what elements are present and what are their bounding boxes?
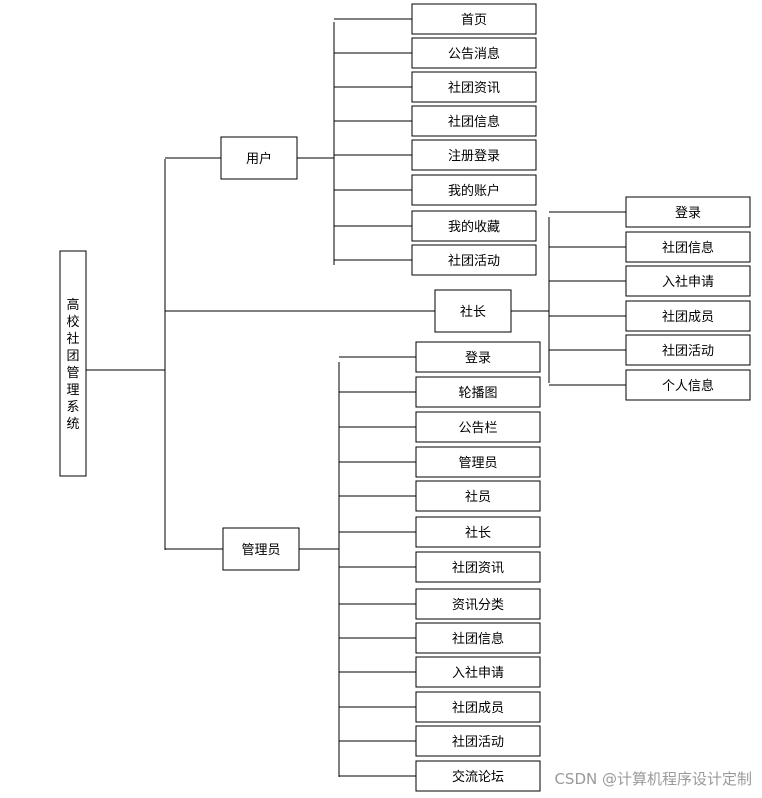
role-2-child-11-box: [415, 725, 541, 757]
role-1-child-3-box: [625, 300, 751, 332]
role-node-2-label: 管理员: [241, 543, 280, 558]
role-node-1: 社长: [434, 289, 512, 333]
role-2-child-4-box: [415, 480, 541, 512]
role-2-child-8-box: [415, 622, 541, 654]
role-2-child-6-label: 社团资讯: [452, 560, 504, 576]
role-0-child-5: 我的账户: [411, 174, 537, 206]
role-node-2: 管理员: [222, 527, 300, 571]
role-1-child-0: 登录: [625, 196, 751, 228]
role-2-child-6-box: [415, 551, 541, 583]
role-2-child-2-label: 公告栏: [458, 421, 497, 436]
role-1-child-3-label: 社团成员: [662, 309, 714, 325]
role-1-child-0-box: [625, 196, 751, 228]
role-2-child-8-label: 社团信息: [452, 631, 504, 647]
role-1-child-3: 社团成员: [625, 300, 751, 332]
role-2-child-3-box: [415, 446, 541, 478]
role-2-child-5-label: 社长: [465, 525, 491, 541]
root-node-box: [59, 250, 87, 477]
role-2-child-8: 社团信息: [415, 622, 541, 654]
role-2-child-2: 公告栏: [415, 411, 541, 443]
role-0-child-6: 我的收藏: [411, 210, 537, 242]
role-2-child-5-box: [415, 516, 541, 548]
role-2-child-9-box: [415, 656, 541, 688]
role-1-child-5-label: 个人信息: [662, 378, 714, 394]
role-0-child-2-box: [411, 71, 537, 103]
role-1-child-2: 入社申请: [625, 265, 751, 297]
role-2-child-1-box: [415, 376, 541, 408]
watermark-text: CSDN @计算机程序设计定制: [554, 770, 752, 788]
role-node-2-box: [222, 527, 300, 571]
role-0-child-1-box: [411, 37, 537, 69]
role-2-child-7-box: [415, 588, 541, 620]
role-2-child-3: 管理员: [415, 446, 541, 478]
role-node-1-box: [434, 289, 512, 333]
role-2-child-0-label: 登录: [465, 351, 491, 366]
role-0-child-4-box: [411, 139, 537, 171]
role-2-child-1: 轮播图: [415, 376, 541, 408]
role-0-child-6-label: 我的收藏: [448, 219, 500, 235]
role-2-child-5: 社长: [415, 516, 541, 548]
role-2-child-11: 社团活动: [415, 725, 541, 757]
role-0-child-3-box: [411, 105, 537, 137]
role-0-child-3-label: 社团信息: [448, 114, 500, 130]
role-0-child-5-label: 我的账户: [448, 183, 500, 199]
role-2-child-0: 登录: [415, 341, 541, 373]
role-2-child-7: 资讯分类: [415, 588, 541, 620]
role-2-child-4: 社员: [415, 480, 541, 512]
role-0-child-1: 公告消息: [411, 37, 537, 69]
role-0-child-0-label: 首页: [461, 13, 487, 28]
role-2-child-12-box: [415, 760, 541, 792]
role-1-child-4-label: 社团活动: [662, 343, 714, 359]
root-node: 高校社团管理系统: [59, 250, 87, 477]
role-2-child-11-label: 社团活动: [452, 734, 504, 750]
role-0-child-7: 社团活动: [411, 244, 537, 276]
role-1-child-1: 社团信息: [625, 231, 751, 263]
role-0-child-4-label: 注册登录: [448, 149, 500, 164]
role-2-child-9-label: 入社申请: [452, 665, 504, 681]
role-2-child-7-label: 资讯分类: [452, 598, 504, 613]
role-0-child-6-box: [411, 210, 537, 242]
role-0-child-2-label: 社团资讯: [448, 80, 500, 96]
role-0-child-7-label: 社团活动: [448, 253, 500, 269]
role-node-1-label: 社长: [460, 304, 486, 320]
role-1-child-4-box: [625, 334, 751, 366]
role-0-child-7-box: [411, 244, 537, 276]
role-2-child-4-label: 社员: [465, 489, 491, 505]
role-node-0-box: [220, 136, 298, 180]
role-1-child-1-box: [625, 231, 751, 263]
role-1-child-1-label: 社团信息: [662, 240, 714, 256]
role-node-0-label: 用户: [246, 151, 272, 167]
role-2-child-6: 社团资讯: [415, 551, 541, 583]
role-0-child-0-box: [411, 3, 537, 35]
role-0-child-1-label: 公告消息: [448, 46, 500, 62]
role-2-child-2-box: [415, 411, 541, 443]
diagram-nodes: 高校社团管理系统用户首页公告消息社团资讯社团信息注册登录我的账户我的收藏社团活动…: [59, 3, 751, 792]
connector-lines: [86, 18, 626, 777]
role-2-child-3-label: 管理员: [458, 456, 497, 471]
role-1-child-2-box: [625, 265, 751, 297]
role-2-child-10-box: [415, 691, 541, 723]
role-2-child-12: 交流论坛: [415, 760, 541, 792]
role-0-child-2: 社团资讯: [411, 71, 537, 103]
role-2-child-10: 社团成员: [415, 691, 541, 723]
role-2-child-12-label: 交流论坛: [452, 769, 504, 785]
role-2-child-9: 入社申请: [415, 656, 541, 688]
role-0-child-5-box: [411, 174, 537, 206]
role-2-child-10-label: 社团成员: [452, 700, 504, 716]
role-1-child-5-box: [625, 369, 751, 401]
role-1-child-0-label: 登录: [675, 206, 701, 221]
role-1-child-4: 社团活动: [625, 334, 751, 366]
role-1-child-2-label: 入社申请: [662, 274, 714, 290]
role-0-child-3: 社团信息: [411, 105, 537, 137]
root-node-label: 高校社团管理系统: [66, 297, 79, 432]
role-2-child-1-label: 轮播图: [458, 386, 497, 401]
role-2-child-0-box: [415, 341, 541, 373]
role-0-child-4: 注册登录: [411, 139, 537, 171]
role-node-0: 用户: [220, 136, 298, 180]
role-0-child-0: 首页: [411, 3, 537, 35]
role-1-child-5: 个人信息: [625, 369, 751, 401]
